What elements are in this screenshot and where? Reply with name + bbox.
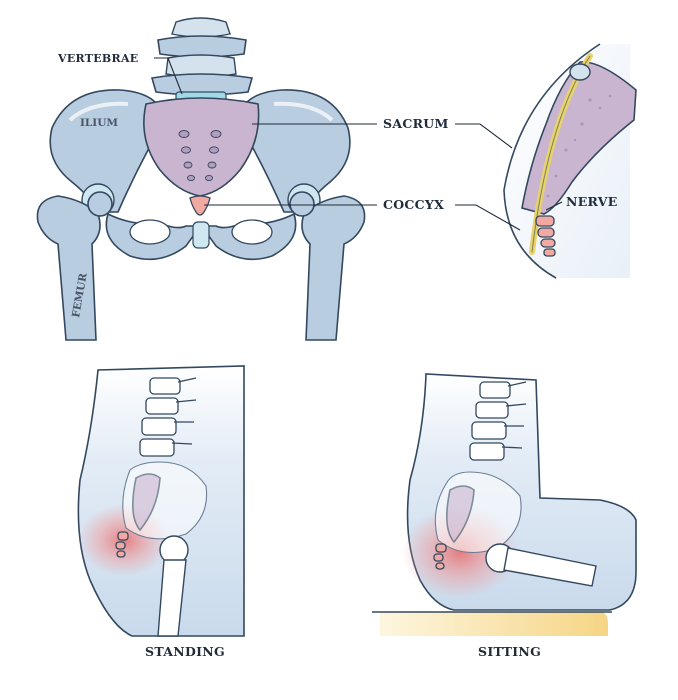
sitting-coccyx — [433, 543, 447, 570]
nerve-label: NERVE — [566, 194, 618, 209]
right-obturator — [231, 219, 273, 245]
ilium-label: ILIUM — [80, 117, 118, 129]
vertebrae-label: VERTEBRAE — [57, 52, 139, 65]
sacrum — [143, 97, 260, 197]
nerve-leader — [545, 201, 563, 211]
sitting-spine — [469, 381, 527, 461]
vertebrae-leader — [154, 57, 183, 95]
left-obturator — [129, 219, 171, 245]
pelvis-illustration: ILIUM FEMUR VERTEBRAE SACRUM COCCYX — [36, 17, 449, 341]
sitting-femur — [503, 547, 597, 587]
left-femur — [36, 183, 115, 341]
coccyx — [189, 195, 211, 216]
sacral-foramina — [178, 130, 222, 182]
sitting-seat — [380, 612, 608, 636]
pubic-symphysis — [192, 221, 210, 249]
sagittal-inset: NERVE — [455, 43, 637, 279]
right-femur — [287, 183, 366, 341]
standing-coccyx — [115, 531, 129, 558]
inset-sacrum — [521, 61, 637, 215]
lumbar-vertebrae — [150, 17, 254, 103]
sacrum-inset-leader — [455, 123, 513, 149]
sacrum-label: SACRUM — [383, 116, 449, 131]
inset-coccyx — [535, 215, 556, 257]
standing-illustration: STANDING — [77, 365, 245, 659]
sitting-label: SITTING — [478, 644, 541, 659]
sitting-illustration: SITTING — [372, 373, 637, 659]
standing-spine — [139, 377, 197, 457]
coccyx-inset-leader — [455, 204, 521, 231]
standing-label: STANDING — [145, 644, 225, 659]
standing-femur — [157, 559, 187, 637]
coccyx-label: COCCYX — [383, 197, 444, 212]
